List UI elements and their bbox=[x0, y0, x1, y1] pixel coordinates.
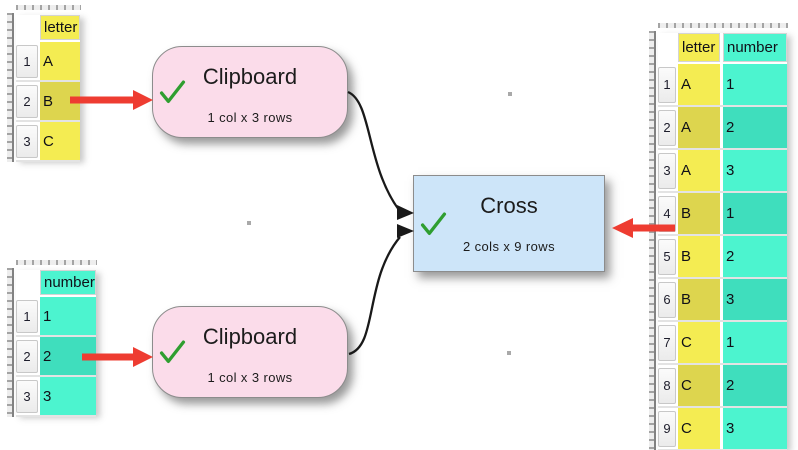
column-header-letter: letter bbox=[678, 33, 720, 62]
node-title: Cross bbox=[480, 193, 538, 218]
table-cell: C bbox=[678, 365, 720, 406]
letter-input-table[interactable]: letter 1 A 2 B 3 C bbox=[7, 5, 81, 162]
row-number: 9 bbox=[658, 410, 676, 447]
table-cell: C bbox=[678, 408, 720, 449]
table-cell: 1 bbox=[723, 64, 787, 105]
corner-cell bbox=[658, 36, 676, 60]
success-check-icon bbox=[159, 80, 186, 105]
node-title: Clipboard bbox=[202, 64, 298, 89]
column-header-letter: letter bbox=[40, 15, 80, 40]
red-arrowhead bbox=[612, 218, 633, 238]
row-number: 3 bbox=[658, 152, 676, 189]
row-number: 3 bbox=[16, 124, 38, 158]
row-number: 3 bbox=[16, 379, 38, 413]
column-header-number: number bbox=[40, 270, 96, 295]
success-check-icon bbox=[420, 211, 447, 236]
node-clipboard-bottom[interactable]: Clipboard 1 col x 3 rows bbox=[152, 306, 348, 398]
table-torn-edge-top bbox=[16, 5, 81, 10]
table-cell: 1 bbox=[723, 193, 787, 234]
grid-dot bbox=[507, 351, 511, 355]
node-size-label: 1 col x 3 rows bbox=[207, 110, 293, 125]
table-cell: 2 bbox=[723, 107, 787, 148]
table-cell: 3 bbox=[40, 377, 96, 415]
row-number: 4 bbox=[658, 195, 676, 232]
table-cell: B bbox=[40, 82, 80, 120]
red-arrowhead bbox=[133, 347, 153, 367]
row-number: 7 bbox=[658, 324, 676, 361]
row-number: 1 bbox=[16, 44, 38, 78]
node-title: Clipboard bbox=[202, 324, 298, 349]
row-number: 2 bbox=[658, 109, 676, 146]
table-torn-edge-top bbox=[16, 260, 97, 265]
connector-clipboard-top-to-cross[interactable] bbox=[347, 90, 400, 211]
row-number: 2 bbox=[16, 339, 38, 373]
row-number: 8 bbox=[658, 367, 676, 404]
row-number: 5 bbox=[658, 238, 676, 275]
node-size-label: 2 cols x 9 rows bbox=[463, 239, 555, 254]
node-cross[interactable]: Cross 2 cols x 9 rows bbox=[413, 175, 605, 272]
table-torn-edge-left bbox=[7, 13, 14, 162]
corner-cell bbox=[16, 18, 38, 38]
row-number: 1 bbox=[658, 66, 676, 103]
column-header-number: number bbox=[723, 33, 787, 62]
table-cell: 2 bbox=[723, 236, 787, 277]
node-clipboard-top[interactable]: Clipboard 1 col x 3 rows bbox=[152, 46, 348, 138]
table-cell: 3 bbox=[723, 279, 787, 320]
table-cell: 1 bbox=[723, 322, 787, 363]
result-table[interactable]: letter number 1 A 1 2 A 2 3 A 3 4 B 1 5 … bbox=[649, 23, 788, 450]
row-number: 6 bbox=[658, 281, 676, 318]
grid-dot bbox=[508, 92, 512, 96]
table-cell: 2 bbox=[40, 337, 96, 375]
table-cell: A bbox=[678, 64, 720, 105]
table-cell: A bbox=[40, 42, 80, 80]
success-check-icon bbox=[159, 340, 186, 365]
table-torn-edge-left bbox=[7, 268, 14, 417]
table-cell: C bbox=[40, 122, 80, 160]
table-cell: A bbox=[678, 107, 720, 148]
node-size-label: 1 col x 3 rows bbox=[207, 370, 293, 385]
table-torn-edge-top bbox=[658, 23, 788, 28]
table-cell: B bbox=[678, 193, 720, 234]
table-cell: 2 bbox=[723, 365, 787, 406]
number-input-table[interactable]: number 1 1 2 2 3 3 bbox=[7, 260, 97, 417]
connector-clipboard-bottom-to-cross[interactable] bbox=[348, 236, 401, 356]
table-cell: B bbox=[678, 236, 720, 277]
grid-dot bbox=[247, 221, 251, 225]
table-cell: B bbox=[678, 279, 720, 320]
corner-cell bbox=[16, 273, 38, 293]
table-cell: 3 bbox=[723, 150, 787, 191]
table-cell: 1 bbox=[40, 297, 96, 335]
connector-arrowhead bbox=[397, 224, 414, 238]
connector-arrowhead bbox=[397, 205, 414, 220]
row-number: 2 bbox=[16, 84, 38, 118]
table-cell: C bbox=[678, 322, 720, 363]
table-cell: A bbox=[678, 150, 720, 191]
table-cell: 3 bbox=[723, 408, 787, 449]
red-arrowhead bbox=[133, 90, 153, 110]
row-number: 1 bbox=[16, 299, 38, 333]
table-torn-edge-left bbox=[649, 31, 656, 450]
